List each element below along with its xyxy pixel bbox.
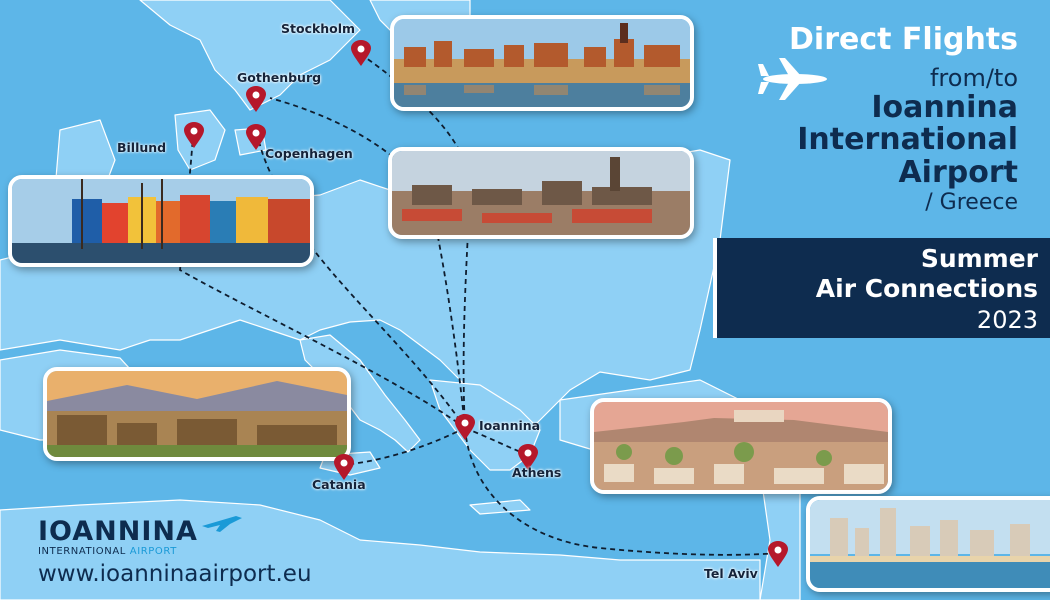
- map-pin-icon: [351, 40, 371, 66]
- map-pin-icon: [184, 122, 204, 148]
- route-telaviv: [464, 427, 781, 556]
- greece-land: [429, 379, 541, 471]
- city-label-catania: Catania: [312, 477, 366, 492]
- north-africa-land: [0, 499, 761, 600]
- city-label-copenhagen: Copenhagen: [265, 146, 353, 161]
- scandinavia-land: [139, 0, 361, 111]
- title-international: International: [797, 122, 1018, 157]
- route-athens: [464, 427, 529, 456]
- banner-year: 2023: [976, 306, 1038, 334]
- city-label-ioannina: Ioannina: [479, 418, 541, 433]
- map-pin-icon: [334, 454, 354, 480]
- logo-name: IOANNINA: [38, 516, 198, 547]
- title-direct-flights: Direct Flights: [789, 22, 1018, 57]
- catania-photo: [43, 367, 351, 461]
- logo-subtitle-international: INTERNATIONAL: [38, 546, 126, 557]
- summer-connections-banner: Summer Air Connections 2023: [713, 238, 1050, 338]
- map-pin-icon: [455, 414, 475, 440]
- city-label-athens: Athens: [512, 465, 562, 480]
- route-gothenburg: [269, 97, 466, 429]
- airplane-icon: [758, 58, 827, 100]
- banner-air-connections: Air Connections: [815, 274, 1038, 303]
- map-pin-icon: [246, 86, 266, 112]
- copenhagen-photo: [8, 175, 314, 267]
- title-ioannina: Ioannina: [871, 90, 1018, 125]
- athens-photo: [590, 398, 892, 494]
- banner-summer: Summer: [920, 244, 1038, 273]
- city-label-tel-aviv: Tel Aviv: [704, 566, 758, 581]
- title-airport: Airport: [898, 155, 1018, 190]
- logo-subtitle-airport: AIRPORT: [129, 546, 177, 557]
- city-label-billund: Billund: [117, 140, 167, 155]
- tel-aviv-photo: [806, 496, 1050, 592]
- airport-logo: IOANNINA INTERNATIONAL AIRPORT: [38, 516, 242, 558]
- city-label-stockholm: Stockholm: [281, 21, 356, 36]
- title-greece: / Greece: [925, 190, 1018, 215]
- map-pin-icon: [768, 541, 788, 567]
- map-pin-icon: [518, 444, 538, 470]
- route-catania: [342, 427, 466, 466]
- website-link[interactable]: www.ioanninaairport.eu: [38, 561, 312, 587]
- city-label-gothenburg: Gothenburg: [237, 70, 322, 85]
- map-pin-icon: [246, 124, 266, 150]
- title-from-to: from/to: [929, 64, 1018, 92]
- airplane-logo-icon: [202, 516, 242, 532]
- gothenburg-photo: [388, 147, 694, 239]
- stockholm-photo: [390, 15, 694, 111]
